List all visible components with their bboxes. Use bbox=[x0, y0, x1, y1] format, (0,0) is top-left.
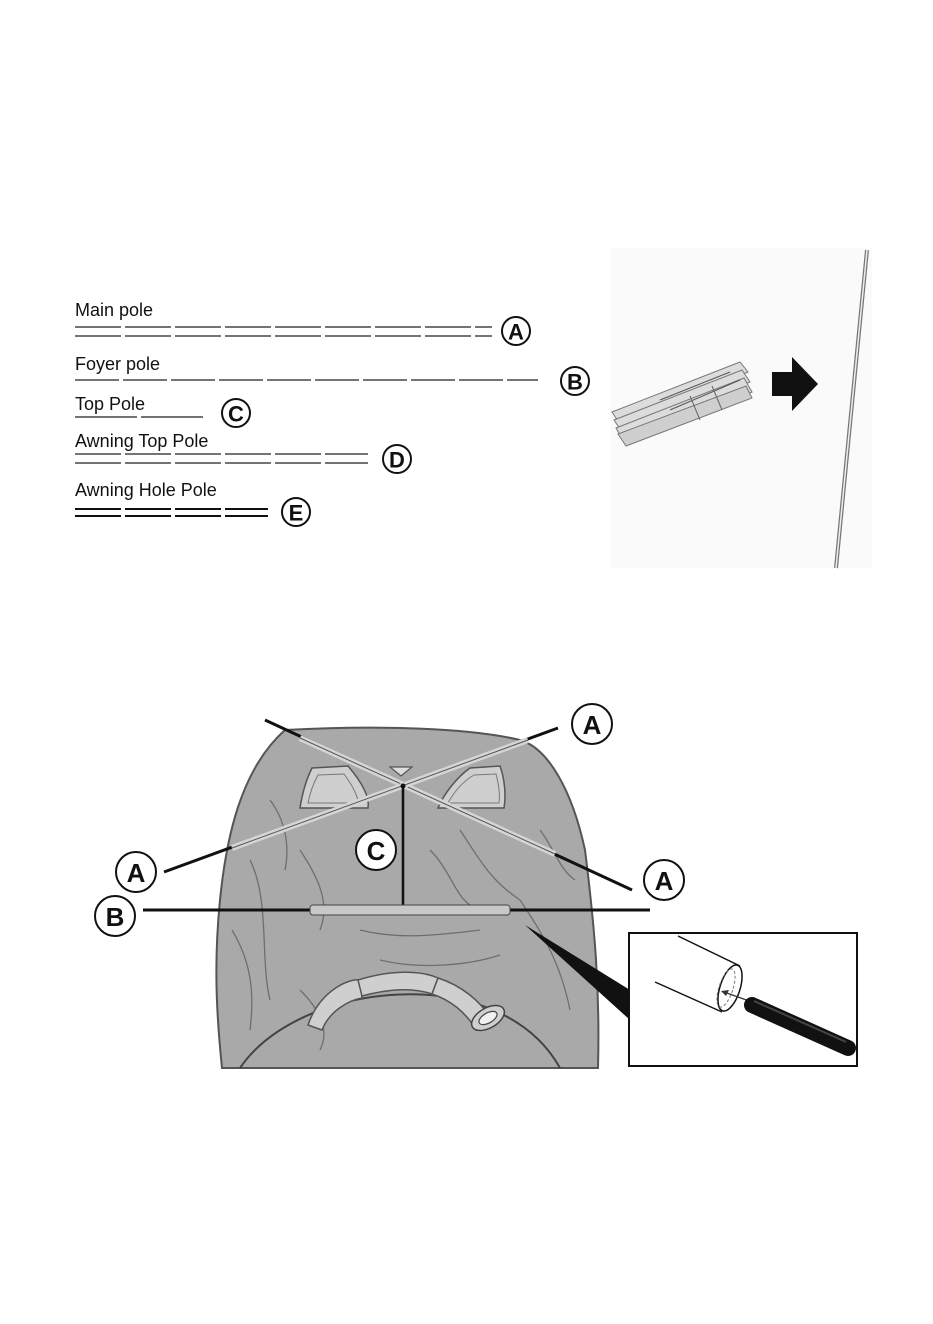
callout-b: B bbox=[567, 370, 583, 395]
tent-callout-a-top-right: A bbox=[583, 710, 602, 740]
foyer-pole-sleeve bbox=[310, 905, 510, 915]
pole-label-foyer: Foyer pole bbox=[75, 354, 160, 374]
pole-label-top: Top Pole bbox=[75, 394, 145, 414]
pole-label-main: Main pole bbox=[75, 300, 153, 320]
inset-frame bbox=[629, 933, 857, 1066]
pole-label-awning-hole: Awning Hole Pole bbox=[75, 480, 217, 500]
tent-illustration: A A A C B bbox=[95, 704, 857, 1068]
tent-callout-a-left: A bbox=[127, 858, 146, 888]
tent-callout-b: B bbox=[106, 902, 125, 932]
callout-c: C bbox=[228, 402, 244, 427]
pole-junction bbox=[401, 784, 406, 789]
pole-legend: Main pole A Foyer pole B Top Pole C Awni… bbox=[75, 300, 589, 526]
tent-callout-c: C bbox=[367, 836, 386, 866]
pole-assembly-illustration bbox=[610, 248, 872, 568]
pole-insertion-inset bbox=[629, 933, 857, 1066]
pole-label-awning-top: Awning Top Pole bbox=[75, 431, 208, 451]
callout-e: E bbox=[289, 501, 304, 526]
tent-callout-a-right: A bbox=[655, 866, 674, 896]
tent-body bbox=[216, 728, 598, 1068]
callout-d: D bbox=[389, 448, 405, 473]
callout-a: A bbox=[508, 320, 524, 345]
